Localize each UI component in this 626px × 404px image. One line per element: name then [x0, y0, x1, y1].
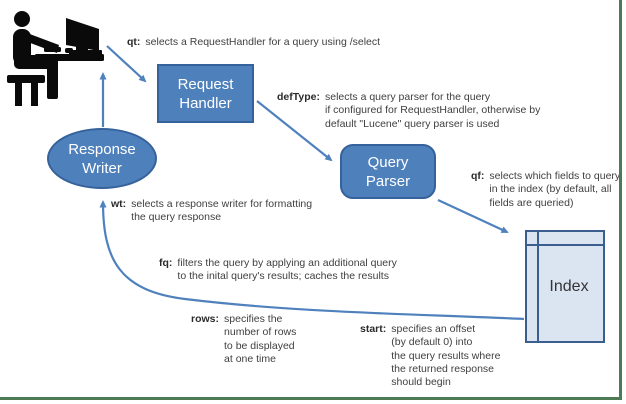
annotation-fq-text: filters the query by applying an additio…	[177, 257, 397, 283]
request-handler-node: Request Handler	[157, 64, 254, 123]
request-handler-label-line2: Handler	[179, 94, 232, 112]
annotation-fq: fq: filters the query by applying an add…	[159, 257, 397, 284]
annotation-wt-text: selects a response writer for formatting…	[131, 198, 313, 224]
annotation-defType: defType: selects a query parser for the …	[277, 91, 540, 131]
annotation-rows-key: rows:	[191, 313, 220, 325]
annotation-defType-text: selects a query parser for the query if …	[324, 91, 541, 130]
response-writer-node: Response Writer	[47, 128, 157, 189]
index-row-divider	[527, 244, 603, 246]
annotation-start-key: start:	[360, 323, 387, 335]
annotation-rows: rows: specifies the number of rows to be…	[191, 313, 296, 366]
query-parser-label-line1: Query	[367, 153, 409, 171]
response-writer-label-line1: Response	[68, 140, 136, 158]
index-node: Index	[525, 230, 605, 343]
query-parser-label-line2: Parser	[365, 172, 411, 190]
index-column-divider	[537, 232, 539, 341]
annotation-qf-key: qf:	[471, 170, 485, 182]
request-handler-label-line1: Request	[177, 75, 234, 93]
annotation-fq-key: fq:	[159, 257, 173, 269]
annotation-wt-key: wt:	[111, 198, 127, 210]
annotation-defType-key: defType:	[277, 91, 320, 103]
user-at-computer-icon	[7, 11, 104, 106]
query-parser-node: Query Parser	[340, 144, 436, 199]
frame-right-edge	[619, 0, 622, 400]
qt-arrow-user-to-request-handler	[106, 45, 147, 83]
index-label: Index	[549, 277, 589, 295]
annotation-qf: qf: selects which fields to query in the…	[471, 170, 620, 210]
annotation-start-text: specifies an offset (by default 0) into …	[391, 323, 501, 389]
annotation-wt: wt: selects a response writer for format…	[111, 198, 312, 225]
annotation-rows-text: specifies the number of rows to be displ…	[224, 313, 297, 365]
annotation-qt-text: selects a RequestHandler for a query usi…	[145, 36, 381, 48]
response-writer-label-line2: Writer	[82, 159, 122, 177]
annotation-qt-key: qt:	[127, 36, 141, 48]
annotation-start: start: specifies an offset (by default 0…	[360, 323, 500, 389]
annotation-qf-text: selects which fields to query in the ind…	[489, 170, 621, 209]
frame-bottom-edge	[0, 397, 622, 400]
annotation-qt: qt: selects a RequestHandler for a query…	[127, 36, 380, 49]
